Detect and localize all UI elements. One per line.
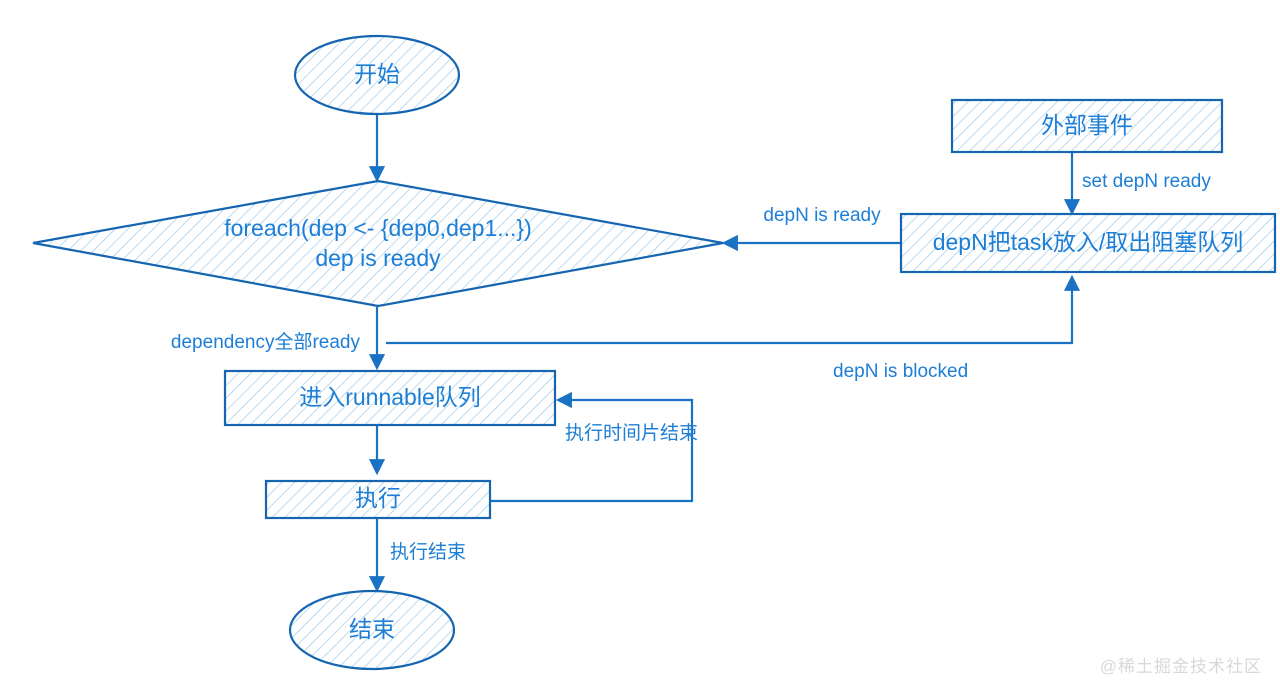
- node-start[interactable]: 开始: [293, 34, 461, 116]
- node-execute-label: 执行: [355, 485, 401, 511]
- node-decision-label-line1: foreach(dep <- {dep0,dep1...}): [224, 215, 532, 241]
- edge-execute-to-runnable: 执行时间片结束: [490, 391, 698, 503]
- node-end[interactable]: 结束: [288, 589, 456, 671]
- node-start-label: 开始: [354, 61, 400, 87]
- node-execute[interactable]: 执行: [264, 479, 492, 520]
- edge-label-set-depn-ready: set depN ready: [1082, 171, 1211, 192]
- node-end-label: 结束: [349, 616, 395, 642]
- edge-label-execution-finished: 执行结束: [390, 541, 466, 563]
- edge-execute-to-end: 执行结束: [368, 518, 466, 593]
- node-decision-label-line2: dep is ready: [315, 245, 441, 271]
- node-decision[interactable]: foreach(dep <- {dep0,dep1...}) dep is re…: [32, 179, 724, 308]
- node-depn-queue-label: depN把task放入/取出阻塞队列: [933, 229, 1244, 255]
- node-runnable-queue[interactable]: 进入runnable队列: [223, 369, 557, 427]
- edge-label-timeslice-end: 执行时间片结束: [565, 422, 698, 444]
- edge-label-dependency-all-ready: dependency全部ready: [171, 331, 361, 353]
- node-external-event-label: 外部事件: [1041, 112, 1133, 138]
- edge-depn-to-decision: depN is ready: [721, 205, 901, 252]
- watermark: @稀土掘金技术社区: [1099, 657, 1262, 676]
- node-external-event[interactable]: 外部事件: [950, 98, 1224, 154]
- edge-label-depn-is-blocked: depN is blocked: [833, 361, 968, 382]
- edge-label-depn-is-ready: depN is ready: [763, 205, 881, 226]
- node-runnable-queue-label: 进入runnable队列: [299, 384, 481, 410]
- edge-decision-to-depn: depN is blocked: [386, 274, 1081, 382]
- edge-external-to-depn: set depN ready: [1063, 152, 1211, 216]
- edge-decision-to-runnable: dependency全部ready: [171, 307, 386, 371]
- node-depn-queue[interactable]: depN把task放入/取出阻塞队列: [899, 212, 1277, 274]
